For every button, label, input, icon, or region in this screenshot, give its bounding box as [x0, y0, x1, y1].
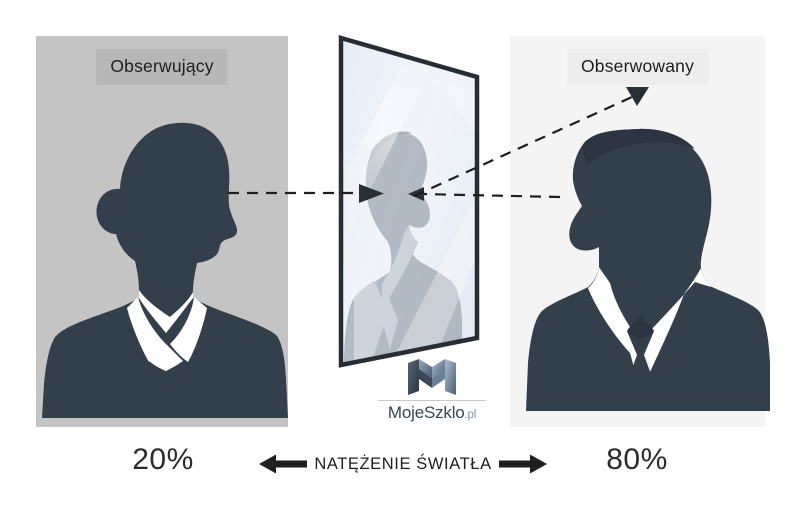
one-way-mirror-icon: [338, 35, 480, 368]
glass-pane-container: [320, 20, 500, 390]
panel-observer: Obserwujący: [36, 36, 288, 427]
logo-m-mark-icon: [408, 359, 456, 395]
man-silhouette-icon: [526, 128, 770, 411]
logo-divider: [378, 400, 486, 401]
panel-observed-label: Obserwowany: [566, 49, 709, 85]
percent-right: 80%: [606, 443, 668, 476]
woman-silhouette-icon: [42, 122, 288, 419]
legend-row: 20% NATĘŻENIE ŚWIATŁA 80%: [0, 443, 800, 493]
legend-caption: NATĘŻENIE ŚWIATŁA: [314, 454, 492, 473]
panel-observed: Obserwowany: [510, 36, 770, 427]
right-arrow-icon: [498, 454, 547, 474]
panel-observer-label: Obserwujący: [96, 49, 228, 85]
percent-left: 20%: [132, 443, 194, 476]
logo-wordmark: MojeSzklo.pl: [372, 403, 492, 423]
mojeszklo-logo[interactable]: MojeSzklo.pl: [372, 357, 492, 423]
logo-tld: .pl: [464, 409, 477, 421]
light-intensity-legend: NATĘŻENIE ŚWIATŁA: [258, 449, 548, 479]
left-arrow-icon: [259, 454, 308, 474]
logo-name: MojeSzklo: [387, 403, 465, 422]
